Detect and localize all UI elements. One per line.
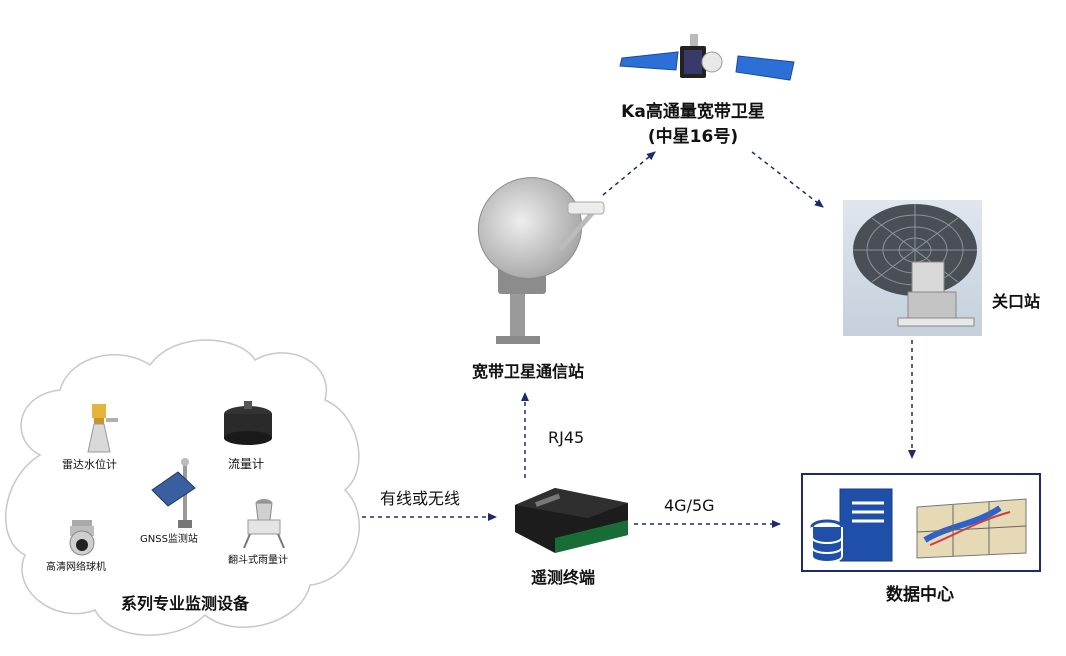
sensor-label-camera: 高清网络球机: [46, 562, 106, 573]
rj45-label: RJ45: [548, 428, 585, 447]
video-wall-icon: [916, 498, 1027, 559]
sensor-label-radar: 雷达水位计: [62, 458, 117, 471]
terminal-label: 遥测终端: [530, 568, 595, 587]
server-icon: [810, 488, 893, 563]
sensor-label-flow: 流量计: [228, 457, 265, 471]
dome-camera-icon: [69, 520, 95, 556]
rain-gauge-icon: [243, 499, 285, 549]
radar-level-meter-icon: [87, 404, 118, 453]
cellular-label: 4G/5G: [664, 496, 715, 515]
gateway-label: 关口站: [992, 292, 1041, 311]
gateway-station-photo: [843, 200, 982, 336]
sensor-group-label: 系列专业监测设备: [120, 594, 249, 613]
flow-meter-icon: [224, 401, 272, 445]
sensor-label-rain: 翻斗式雨量计: [228, 555, 288, 566]
sensor-label-gnss: GNSS监测站: [140, 534, 198, 545]
data-center-box: [801, 473, 1041, 572]
link-vsat-satellite: [602, 151, 656, 196]
satellite-label-line1: Ka高通量宽带卫星: [621, 102, 765, 122]
satellite-label-line2: (中星16号): [647, 127, 739, 147]
gnss-station-icon: [151, 458, 196, 528]
vsat-dish-icon: [477, 177, 605, 344]
links: [362, 151, 916, 528]
telemetry-terminal-icon: [515, 488, 628, 553]
vsat-label: 宽带卫星通信站: [471, 362, 584, 381]
satellite-icon: [619, 34, 795, 81]
datacenter-label: 数据中心: [886, 585, 954, 605]
link-satellite-gateway: [751, 151, 824, 208]
wired-wireless-label: 有线或无线: [380, 489, 461, 508]
